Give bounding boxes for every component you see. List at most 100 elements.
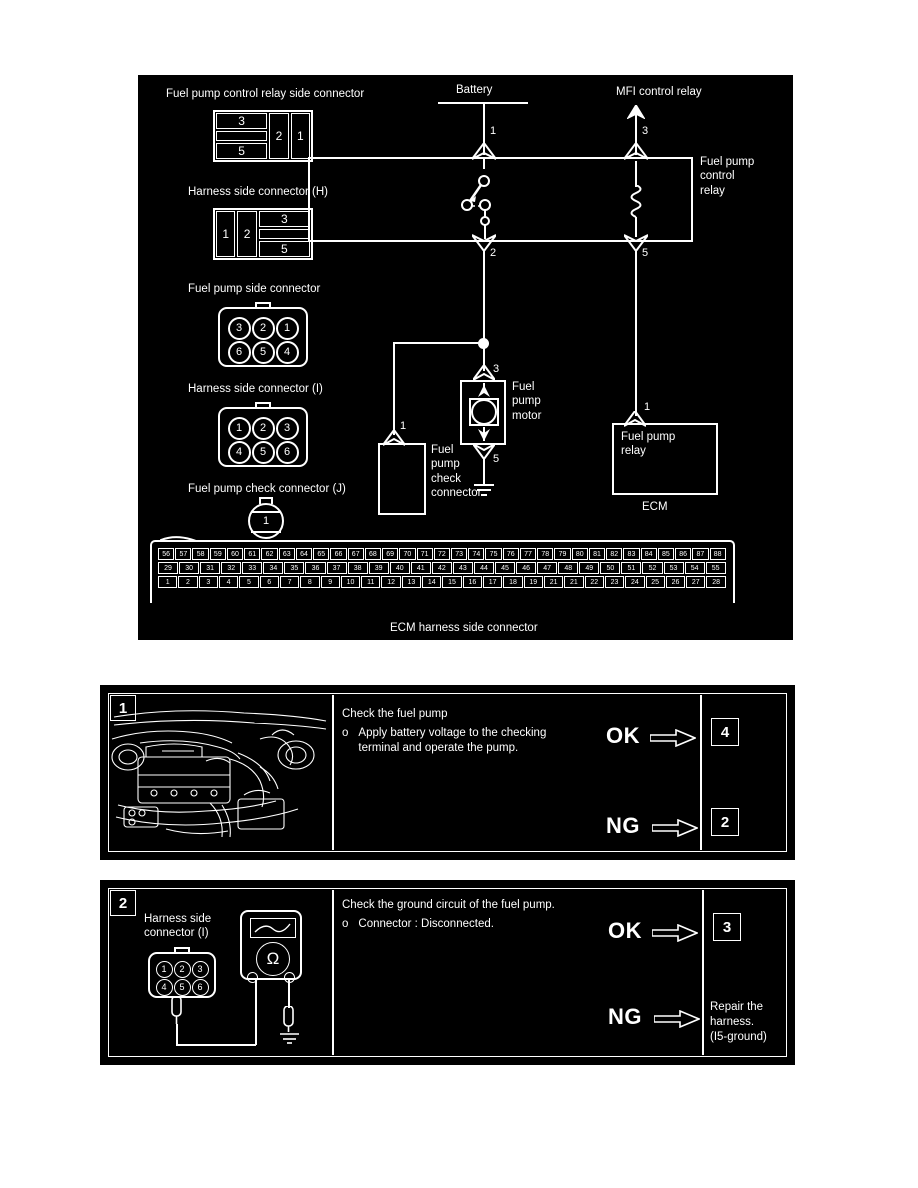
step-2-panel: 2 Harness side connector (I) 1 2 3 4 5 6 <box>100 880 795 1065</box>
terminal-arrow-icon <box>624 411 646 427</box>
label-mfi-control-relay: MFI control relay <box>616 86 702 98</box>
ecm-pin-cell: 44 <box>473 562 494 574</box>
ecm-pin-cell: 15 <box>442 576 462 588</box>
ecm-pin-cell: 72 <box>433 548 450 560</box>
ecm-pin-cell: 14 <box>422 576 442 588</box>
pin: 6 <box>275 440 299 464</box>
label-harness-side-connector-h: Harness side connector (H) <box>188 186 328 198</box>
ecm-pin-cell: 33 <box>242 562 263 574</box>
step-2-ok-label: OK <box>608 918 642 943</box>
step-2-ng-label: NG <box>608 1004 642 1029</box>
ecm-pin-cell: 61 <box>244 548 261 560</box>
pin: 4 <box>155 978 173 996</box>
pin-cell: 3 <box>216 113 268 129</box>
engine-bay-illustration <box>110 695 330 850</box>
connector-fuel-pump-side: 3 2 1 6 5 4 <box>218 302 308 367</box>
ecm-pin-cell: 69 <box>382 548 399 560</box>
pin-label-relay-out-right: 5 <box>642 247 649 259</box>
ecm-pin-cell: 46 <box>516 562 537 574</box>
probe-lead-wire <box>255 980 257 1045</box>
ecm-pin-cell: 21 <box>564 576 584 588</box>
ecm-pin-cell: 9 <box>320 576 340 588</box>
ecm-pin-cell: 22 <box>584 576 604 588</box>
ecm-pin-cell: 42 <box>431 562 452 574</box>
step-1-divider-right <box>700 695 702 850</box>
step-2-instruction: Check the ground circuit of the fuel pum… <box>342 898 672 932</box>
caption-ecm-harness-side-connector: ECM harness side connector <box>390 622 538 634</box>
ecm-pin-cell: 23 <box>604 576 625 588</box>
pin: 1 <box>155 960 173 978</box>
ecm-pin-cell: 48 <box>558 562 579 574</box>
ecm-pin-cell: 62 <box>261 548 278 560</box>
label-fuel-pump-control-relay-side-connector: Fuel pump control relay side connector <box>166 88 365 100</box>
ecm-pin-cell: 59 <box>209 548 226 560</box>
pin: 2 <box>173 960 191 978</box>
ecm-pin-cell: 75 <box>485 548 502 560</box>
arrow-right-icon <box>654 1010 700 1028</box>
ecm-pin-cell: 88 <box>709 548 726 560</box>
pin-label-battery: 1 <box>490 125 497 137</box>
pin: 3 <box>227 316 251 340</box>
ecm-pin-cell: 71 <box>416 548 433 560</box>
step-2-ng-target-text: Repair the harness. (I5-ground) <box>710 1001 767 1043</box>
ecm-pin-cell: 83 <box>623 548 640 560</box>
meter-terminal <box>284 972 295 983</box>
ecm-pin-cell: 12 <box>381 576 401 588</box>
pin-label-motor-top: 3 <box>493 363 500 375</box>
step-1-ok-target: 4 <box>711 718 739 746</box>
terminal-arrow-icon <box>624 234 648 251</box>
ohmmeter: Ω <box>240 910 302 980</box>
ecm-pin-cell: 50 <box>600 562 621 574</box>
ecm-pin-cell: 78 <box>537 548 554 560</box>
ecm-pin-cell: 45 <box>495 562 516 574</box>
relay-coil-icon <box>630 185 642 218</box>
coil-lead-wire <box>635 217 637 237</box>
connector-tab <box>259 497 273 504</box>
motor-feed-wire <box>483 343 485 371</box>
ecm-pin-cell: 24 <box>625 576 645 588</box>
pin-cell: 2 <box>269 113 289 159</box>
fuel-pump-control-relay-box <box>308 157 693 242</box>
ohm-symbol: Ω <box>256 942 290 976</box>
ecm-pin-cell: 60 <box>226 548 244 560</box>
step-1-divider-left <box>332 695 334 850</box>
pin: 5 <box>251 440 275 464</box>
ecm-pin-cell: 16 <box>462 576 482 588</box>
ecm-pin-cell: 37 <box>326 562 347 574</box>
pin-cell: 2 <box>237 211 257 257</box>
ecm-pin-cell: 35 <box>284 562 305 574</box>
ecm-pin-cell: 79 <box>554 548 571 560</box>
connector-fuel-pump-check-j: 1 <box>248 497 284 539</box>
arrow-right-icon <box>652 924 698 942</box>
relay-out-wire-right <box>635 251 637 416</box>
diagram-bottom-fill <box>138 603 793 640</box>
ecm-pin-cell: 39 <box>368 562 389 574</box>
terminal-arrow-icon <box>472 234 496 251</box>
ecm-pin-cell: 27 <box>686 576 706 588</box>
step-1-bullet-text: Apply battery voltage to the checking te… <box>358 726 547 755</box>
relay-out-wire-left <box>483 251 485 343</box>
ecm-pin-cell: 30 <box>179 562 200 574</box>
ecm-pin-cell: 3 <box>198 576 218 588</box>
step-2-divider-left <box>332 890 334 1055</box>
step-1-number: 1 <box>110 695 136 721</box>
ecm-pin-cell: 64 <box>295 548 313 560</box>
pin-cell: 5 <box>258 241 311 257</box>
motor-symbol-icon <box>469 383 499 441</box>
label-ecm: ECM <box>642 501 668 513</box>
pin: 5 <box>251 340 275 364</box>
connector-harness-side-i: 1 2 3 4 5 6 <box>218 402 308 467</box>
ecm-pin-cell: 49 <box>579 562 600 574</box>
pin: 2 <box>251 416 275 440</box>
label-fuel-pump-control-relay: Fuel pump control relay <box>700 156 755 197</box>
ecm-pin-cell: 10 <box>340 576 361 588</box>
ecm-pin-cell: 25 <box>645 576 665 588</box>
pin-label-check-connector: 1 <box>400 420 407 432</box>
terminal-arrow-icon <box>473 365 495 381</box>
ecm-pin-cell: 41 <box>410 562 431 574</box>
ecm-pin-cell: 2 <box>178 576 198 588</box>
ecm-pin-cell: 17 <box>483 576 503 588</box>
